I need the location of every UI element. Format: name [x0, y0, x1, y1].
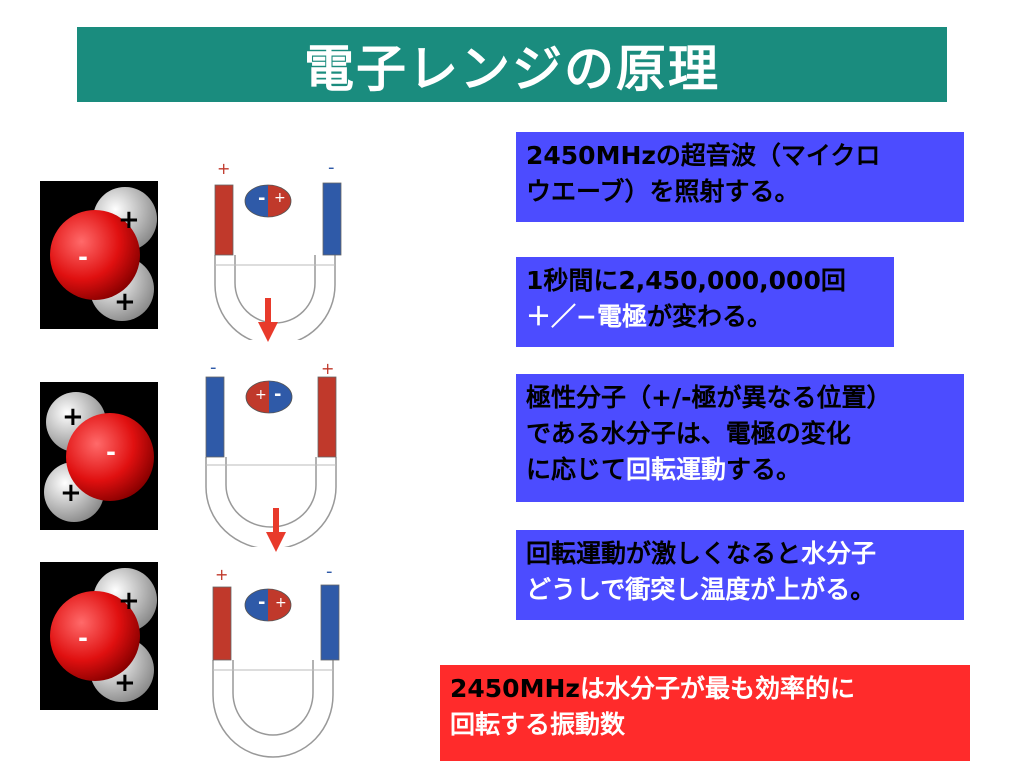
dipole-3-right-sign: +	[275, 595, 287, 611]
hydrogen-sign-3b: +	[114, 668, 136, 698]
box3-line3-pre: に応じて	[526, 455, 627, 484]
box3-line2: である水分子は、電極の変化	[526, 419, 851, 448]
water-molecule-2: - + +	[40, 382, 158, 530]
conclusion-box: 2450MHzは水分子が最も効率的に 回転する振動数	[440, 665, 970, 761]
box1-line1: 2450MHzの超音波（マイクロ	[526, 141, 881, 170]
explanation-box-collision: 回転運動が激しくなると水分子 どうしで衝突し温度が上がる。	[516, 530, 964, 620]
dipole-1-left-sign: -	[258, 188, 266, 209]
explanation-box-frequency: 1秒間に2,450,000,000回 ＋／−電極が変わる。	[516, 257, 894, 347]
box5-black-text: 2450MHz	[450, 674, 580, 703]
box4-line2-end: 。	[850, 575, 876, 604]
box3-highlight: 回転運動	[626, 455, 727, 484]
box3-line1: 極性分子（+/-極が異なる位置）	[526, 383, 892, 412]
down-arrow-icon-2	[266, 508, 286, 552]
hydrogen-sign-3a: +	[118, 586, 140, 616]
electrode-diagram-2: - + + -	[193, 357, 353, 550]
box5-line1-rest: は水分子が最も効率的に	[579, 674, 855, 703]
hydrogen-sign-1b: +	[114, 287, 136, 317]
down-arrow-icon-1	[258, 298, 278, 342]
box2-highlight: ＋／−電極	[526, 302, 647, 331]
slide-title: 電子レンジの原理	[77, 27, 947, 102]
electrode-1-left-sign: +	[217, 159, 231, 178]
box4-highlight-1: 水分子	[801, 539, 877, 568]
oxygen-sign-2: -	[106, 438, 116, 466]
water-molecule-3: - + +	[40, 562, 158, 710]
electrode-3-left-sign: +	[215, 565, 229, 584]
dipole-1-right-sign: +	[274, 190, 286, 206]
dipole-3-left-sign: -	[258, 592, 266, 613]
water-molecule-1-graphic	[50, 187, 157, 321]
dipole-2-left-sign: +	[255, 387, 267, 403]
water-molecule-1: - + +	[40, 181, 158, 329]
box1-line2: ウエーブ）を照射する。	[526, 177, 800, 206]
electrode-diagram-1: + - - +	[200, 155, 350, 346]
oxygen-sign-1: -	[78, 243, 88, 271]
box3-line3-rest: する。	[726, 455, 802, 484]
dipole-2-right-sign: -	[274, 384, 282, 405]
explanation-box-polar-molecule: 極性分子（+/-極が異なる位置） である水分子は、電極の変化 に応じて回転運動す…	[516, 374, 964, 502]
box2-line1: 1秒間に2,450,000,000回	[526, 266, 846, 295]
electrode-2-left-sign: -	[210, 357, 217, 378]
water-molecule-3-graphic	[50, 568, 157, 702]
hydrogen-sign-2b: +	[60, 478, 82, 508]
hydrogen-sign-2a: +	[62, 402, 84, 432]
explanation-box-microwave: 2450MHzの超音波（マイクロ ウエーブ）を照射する。	[516, 132, 964, 222]
box4-highlight-2: どうしで衝突し温度が上がる	[526, 575, 851, 604]
box5-line2: 回転する振動数	[450, 710, 626, 739]
electrode-1-right-sign: -	[328, 157, 335, 178]
electrode-3-right-sign: -	[326, 561, 333, 582]
box2-line2-rest: が変わる。	[646, 302, 772, 331]
water-molecule-2-graphic	[44, 392, 154, 522]
hydrogen-sign-1a: +	[118, 205, 140, 235]
oxygen-sign-3: -	[78, 624, 88, 652]
electrode-diagram-3-graphic	[212, 584, 340, 758]
box4-line1-pre: 回転運動が激しくなると	[526, 539, 802, 568]
electrode-diagram-2-graphic	[205, 376, 337, 550]
electrode-2-right-sign: +	[321, 359, 335, 378]
electrode-diagram-3: + - - +	[198, 561, 348, 760]
